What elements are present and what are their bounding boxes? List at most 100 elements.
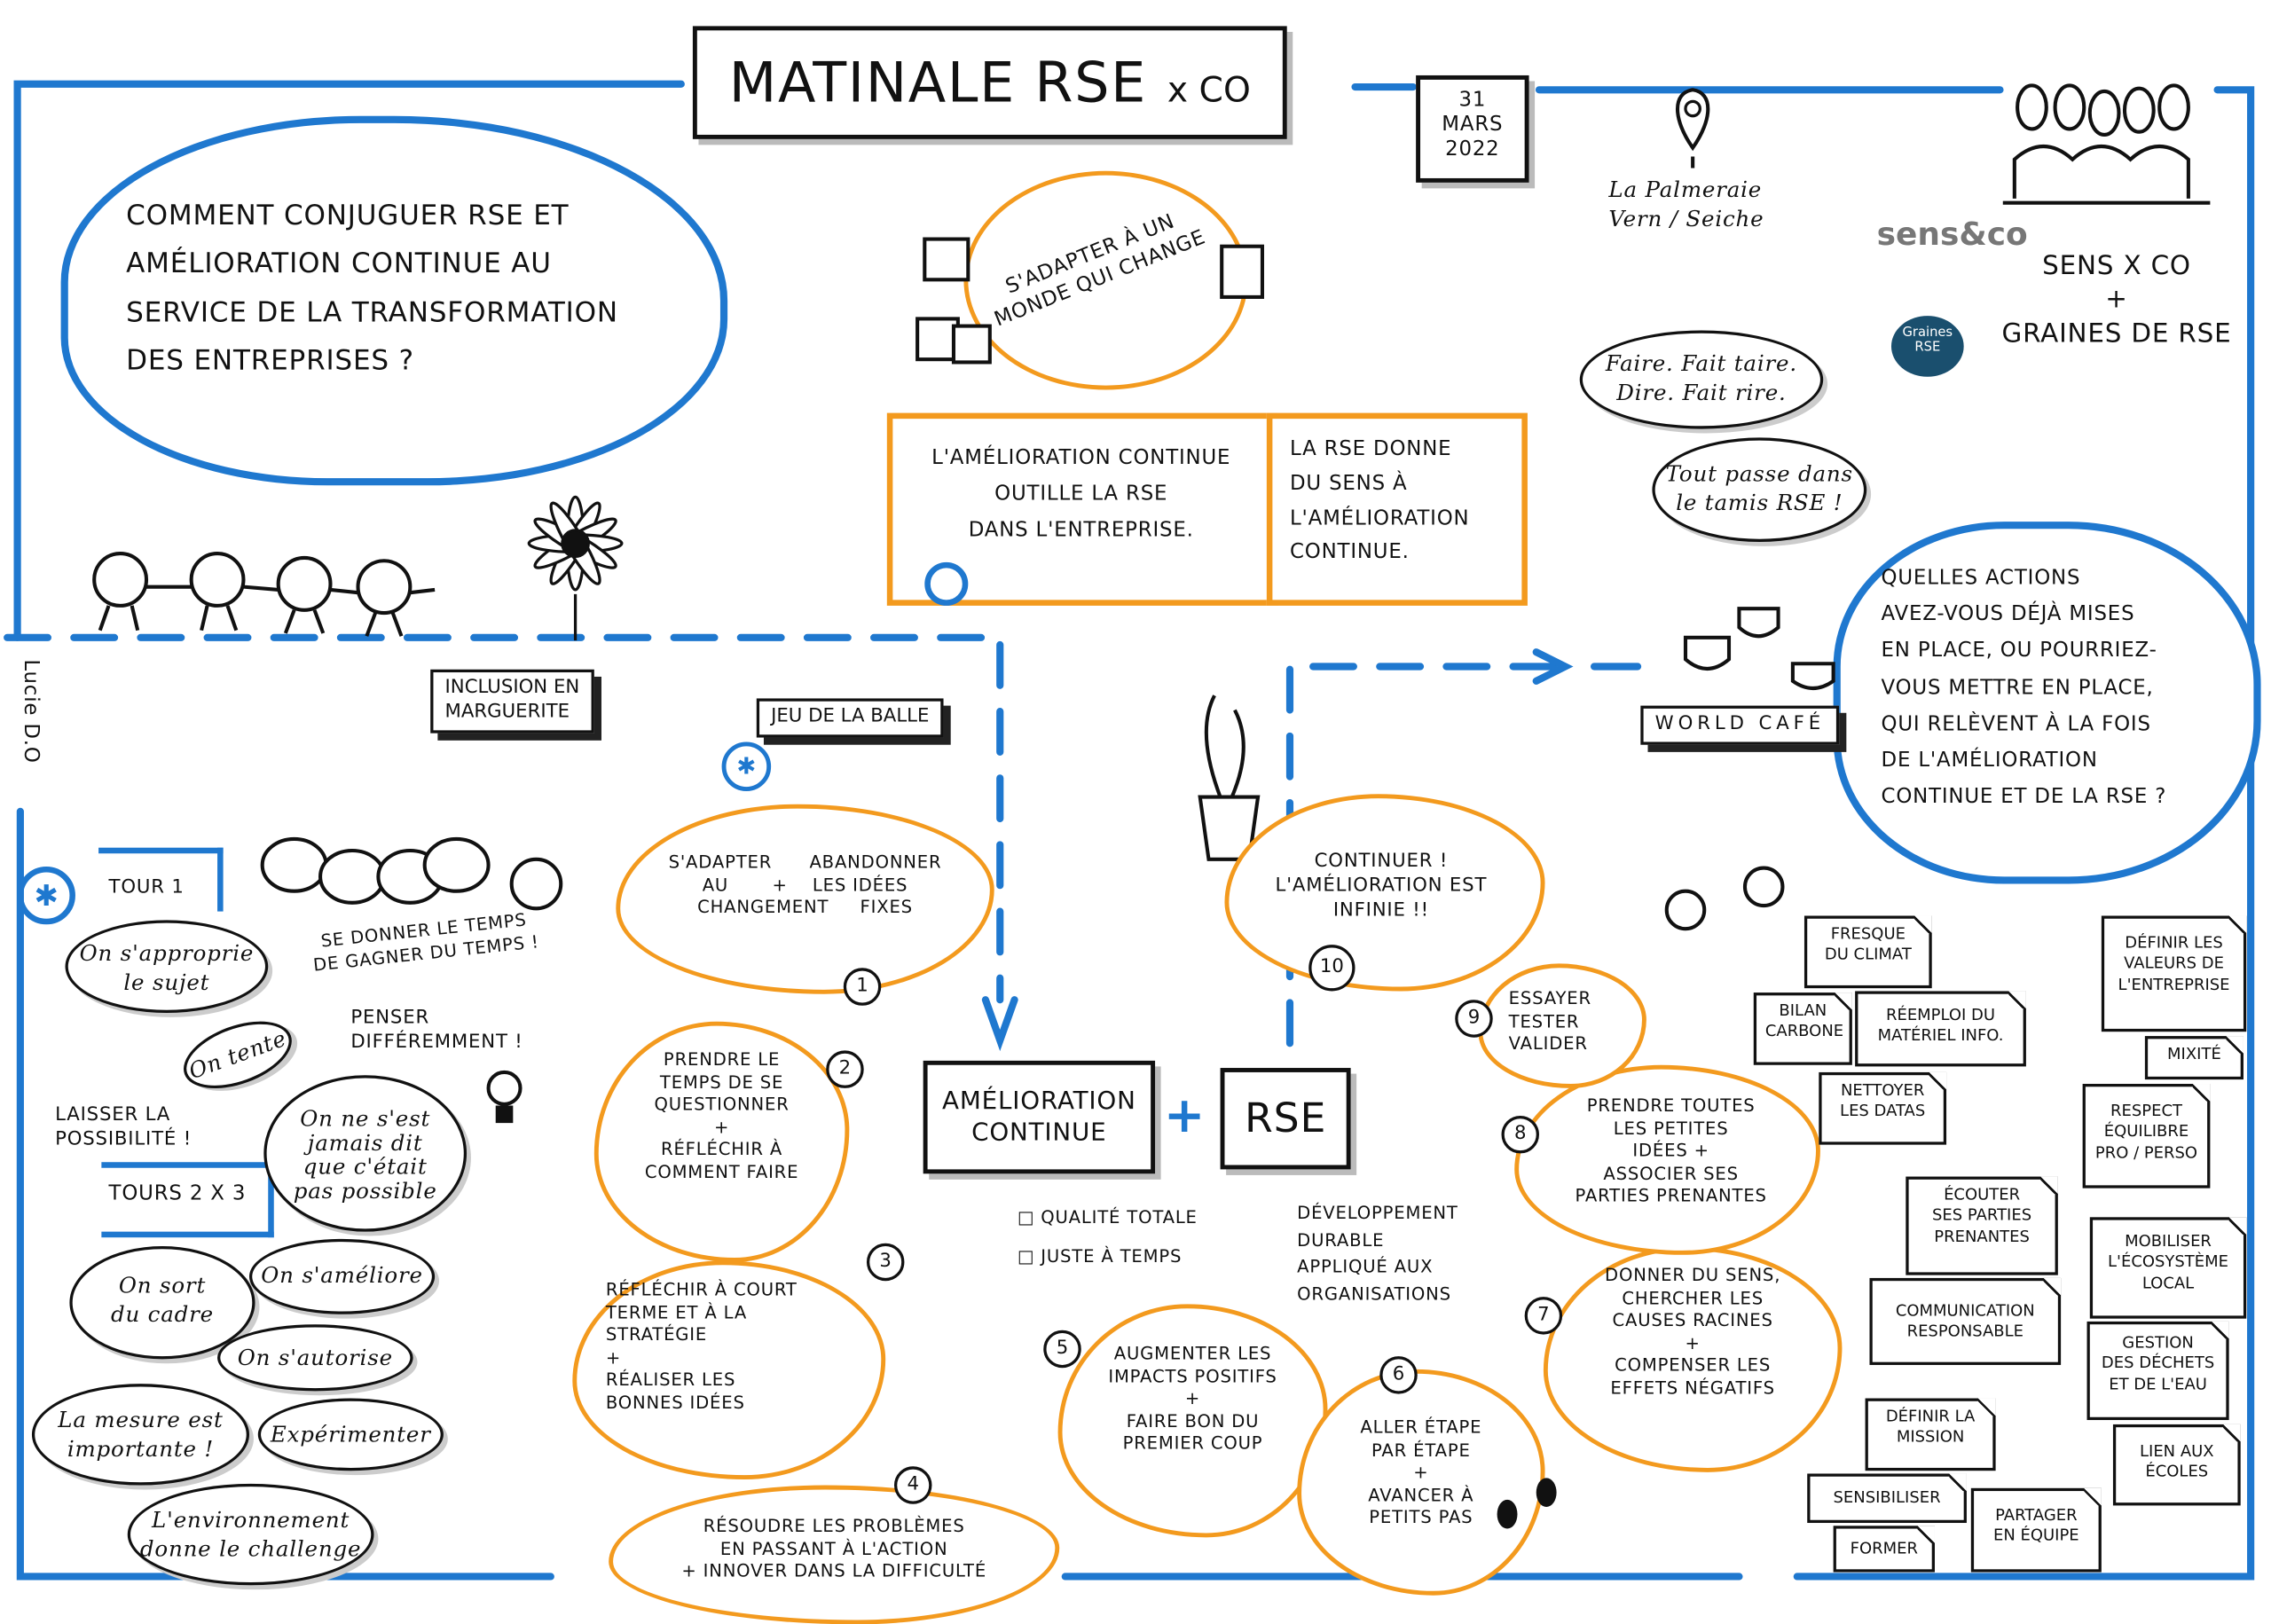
step-text: Continuer ! L'amélioration est infinie !… xyxy=(1275,850,1488,922)
ac-item-text: Juste à temps xyxy=(1041,1245,1183,1267)
step-7-cloud: Donner du sens, chercher les causes raci… xyxy=(1543,1245,1843,1472)
rse-box: RSE xyxy=(1220,1068,1351,1170)
step-8-cloud: Prendre toutes les petites idées + assoc… xyxy=(1514,1064,1820,1255)
step-number: 9 xyxy=(1455,1000,1493,1038)
action-note: Mobiliser l'écosystème local xyxy=(2089,1217,2247,1319)
penser-text: Penser différemment ! xyxy=(350,1007,523,1054)
step-text: Essayer tester valider xyxy=(1508,988,1591,1055)
step-text: Augmenter les impacts positifs + faire b… xyxy=(1108,1343,1277,1455)
lightbulb-icon xyxy=(486,1070,523,1124)
action-note: Gestion des déchets et de l'eau xyxy=(2086,1321,2229,1421)
location-pin-icon xyxy=(1675,88,1710,169)
question-cloud: Comment conjuguer RSE et Amélioration Co… xyxy=(60,115,728,486)
step-number: 7 xyxy=(1524,1297,1563,1335)
step-5-cloud: Augmenter les impacts positifs + faire b… xyxy=(1057,1304,1328,1538)
tours23-label: Tours 2 x 3 xyxy=(108,1182,247,1206)
tour1-label: Tour 1 xyxy=(108,876,185,898)
action-note: Respect équilibre pro / perso xyxy=(2082,1084,2211,1189)
rse-description: Développement durable appliqué aux organ… xyxy=(1297,1202,1458,1304)
speech-bubble: L'environnement donne le challenge xyxy=(127,1483,374,1586)
activity-world-cafe: World café xyxy=(1640,705,1840,745)
step-3-cloud: Réfléchir à court terme et à la stratégi… xyxy=(572,1260,886,1480)
signature: Lucie D.O xyxy=(19,659,43,764)
speech-bubble: On s'améliore xyxy=(248,1238,436,1314)
ac-item-text: Qualité totale xyxy=(1041,1206,1198,1228)
speech-bubble: La mesure est importante ! xyxy=(31,1384,249,1486)
action-note: Réemploi du matériel info. xyxy=(1855,991,2026,1067)
thought-bubble: Faire. Fait taire. Dire. Fait rire. xyxy=(1579,330,1824,429)
people-chain-icon xyxy=(92,552,436,637)
step-number: 8 xyxy=(1501,1115,1539,1154)
action-note: Définir la mission xyxy=(1865,1398,1996,1471)
title-suffix: x CO xyxy=(1167,69,1251,111)
laisser-text: Laisser la possibilité ! xyxy=(55,1103,193,1150)
main-question: Comment conjuguer RSE et Amélioration Co… xyxy=(126,200,618,377)
footprints-icon xyxy=(1497,1478,1557,1529)
step-number: 4 xyxy=(893,1466,932,1504)
step-2-cloud: Prendre le temps de se questionner + réf… xyxy=(593,1021,850,1262)
speech-bubble: On sort du cadre xyxy=(69,1245,255,1360)
action-note: Former xyxy=(1833,1526,1935,1573)
step-text: Prendre toutes les petites idées + assoc… xyxy=(1575,1095,1767,1206)
puzzle-left-text: L'amélioration continue outille la RSE d… xyxy=(931,446,1231,543)
speech-bubble: On s'autorise xyxy=(217,1324,413,1392)
title: MATINALE RSE xyxy=(728,51,1148,115)
activity-jeu-de-la-balle: Jeu de la balle xyxy=(756,698,944,738)
step-text: Prendre le temps de se questionner + réf… xyxy=(644,1048,799,1183)
thought-bubble: Tout passe dans le tamis RSE ! xyxy=(1652,437,1867,543)
step-number: 1 xyxy=(843,968,882,1006)
location: La Palmeraie Vern / Seiche xyxy=(1608,177,1764,231)
adapt-bubble: S'adapter à un monde qui change xyxy=(963,170,1248,390)
ball-icon xyxy=(924,561,969,606)
action-note: Lien aux écoles xyxy=(2112,1424,2241,1506)
action-note: Partager en équipe xyxy=(1970,1487,2102,1573)
puzzle-icon xyxy=(915,237,992,365)
step-number: 10 xyxy=(1308,945,1356,992)
step-number: 3 xyxy=(866,1243,905,1282)
tour1-bracket xyxy=(98,847,224,912)
daisy-flower-icon xyxy=(527,495,624,641)
lightbulbs-icon xyxy=(1664,866,1785,931)
action-note: Nettoyer les datas xyxy=(1819,1071,1947,1145)
people-group-icon xyxy=(2002,83,2211,205)
puzzle-right-text: La RSE donne du sens à l'amélioration co… xyxy=(1289,437,1470,565)
step-text: S'adapter Abandonner au + les idées chan… xyxy=(668,851,942,918)
action-note: Écouter ses parties prenantes xyxy=(1906,1176,2058,1275)
step-9-cloud: Essayer tester valider xyxy=(1478,963,1646,1088)
puzzle-piece-right: La RSE donne du sens à l'amélioration co… xyxy=(1266,412,1528,606)
step-text: Résoudre les problèmes en passant à l'ac… xyxy=(681,1515,987,1581)
ac-item: □ Juste à temps xyxy=(1017,1245,1183,1267)
asterisk-icon: ✱ xyxy=(17,866,75,925)
title-box: MATINALE RSE x CO xyxy=(692,26,1287,139)
action-note: Bilan carbone xyxy=(1753,992,1852,1065)
action-note: Fresque du climat xyxy=(1803,915,1932,989)
step-text: Aller étape par étape + avancer à petits… xyxy=(1360,1416,1482,1528)
world-cafe-question: Quelles actions avez-vous déjà mises en … xyxy=(1881,566,2167,809)
step-6-cloud: Aller étape par étape + avancer à petits… xyxy=(1297,1369,1545,1596)
organizers: SENS x CO + GRAINES DE RSE xyxy=(2001,250,2232,349)
coffee-cups-icon xyxy=(1683,607,1835,691)
speech-bubble: Expérimenter xyxy=(257,1398,444,1471)
action-note: Communication responsable xyxy=(1869,1277,2062,1365)
speech-bubbles-icon xyxy=(260,836,563,911)
step-number: 5 xyxy=(1043,1330,1081,1369)
ac-item: □ Qualité totale xyxy=(1017,1206,1198,1228)
step-10-cloud: Continuer ! L'amélioration est infinie !… xyxy=(1224,794,1545,992)
plant-pot-icon xyxy=(1198,694,1261,861)
asterisk-icon: ✱ xyxy=(721,741,772,792)
speech-bubble: On s'approprie le sujet xyxy=(65,920,269,1013)
step-4-cloud: Résoudre les problèmes en passant à l'ac… xyxy=(609,1485,1060,1624)
activity-marguerite: Inclusion en marguerite xyxy=(430,669,594,734)
speech-bubble: On ne s'est jamais dit que c'était pas p… xyxy=(263,1075,468,1232)
graines-rse-logo: Graines RSE xyxy=(1890,316,1964,377)
action-note: Sensibiliser xyxy=(1807,1473,1967,1524)
action-note: Mixité xyxy=(2144,1036,2243,1080)
date-calendar: 31 MARS 2022 xyxy=(1416,75,1529,183)
world-cafe-question-bubble: Quelles actions avez-vous déjà mises en … xyxy=(1833,522,2261,884)
tours23-bracket xyxy=(101,1162,274,1238)
action-note: Définir les valeurs de l'entreprise xyxy=(2101,915,2247,1032)
plus-sign: + xyxy=(1163,1087,1206,1145)
step-text: Donner du sens, chercher les causes raci… xyxy=(1605,1265,1781,1399)
